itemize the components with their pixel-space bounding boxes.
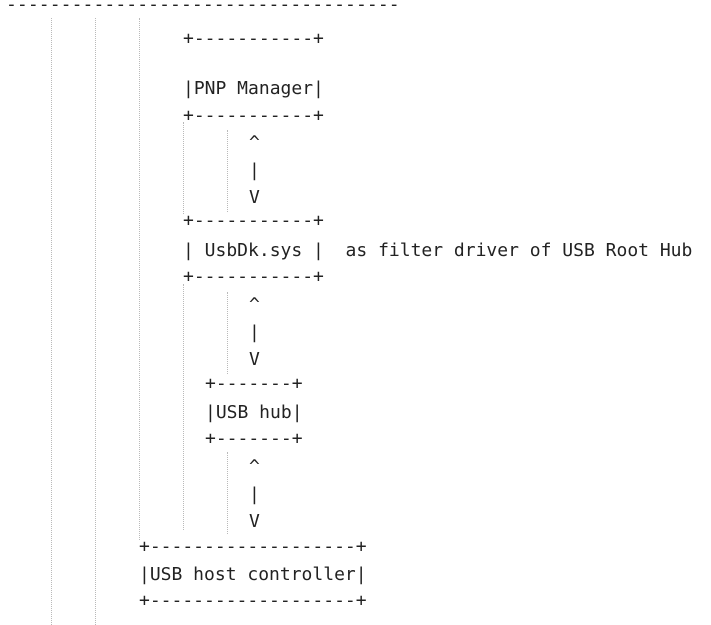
separator-line: ------------------------------------ xyxy=(6,0,400,15)
indent-guide-3 xyxy=(139,18,140,540)
usb-hub-box-bottom: +-------+ xyxy=(205,428,303,449)
arrow-up-head: ^ xyxy=(249,294,260,315)
arrow-shaft: | xyxy=(249,484,260,505)
arrow-up-head: ^ xyxy=(249,456,260,477)
indent-guide-7 xyxy=(227,292,228,374)
host-controller-box-top: +-------------------+ xyxy=(139,536,367,557)
arrow-down-head: V xyxy=(249,187,260,208)
usb-hub-label: |USB hub| xyxy=(205,402,303,423)
usbdk-label: | UsbDk.sys | as filter driver of USB Ro… xyxy=(183,240,693,261)
indent-guide-6 xyxy=(227,130,228,212)
pnp-manager-box-top: +-----------+ xyxy=(183,28,324,49)
arrow-up-head: ^ xyxy=(249,132,260,153)
host-controller-box-bottom: +-------------------+ xyxy=(139,590,367,611)
indent-guide-4 xyxy=(183,122,184,214)
indent-guide-5 xyxy=(183,284,184,530)
arrow-shaft: | xyxy=(249,322,260,343)
arrow-down-head: V xyxy=(249,511,260,532)
arrow-down-head: V xyxy=(249,349,260,370)
indent-guide-1 xyxy=(51,18,52,625)
usbdk-box-top: +-----------+ xyxy=(183,210,324,231)
pnp-manager-label: |PNP Manager| xyxy=(183,78,324,99)
host-controller-label: |USB host controller| xyxy=(139,564,367,585)
pnp-manager-box-bottom: +-----------+ xyxy=(183,105,324,126)
usb-hub-box-top: +-------+ xyxy=(205,373,303,394)
indent-guide-8 xyxy=(227,452,228,534)
arrow-shaft: | xyxy=(249,160,260,181)
usbdk-box-bottom: +-----------+ xyxy=(183,266,324,287)
indent-guide-2 xyxy=(95,18,96,625)
